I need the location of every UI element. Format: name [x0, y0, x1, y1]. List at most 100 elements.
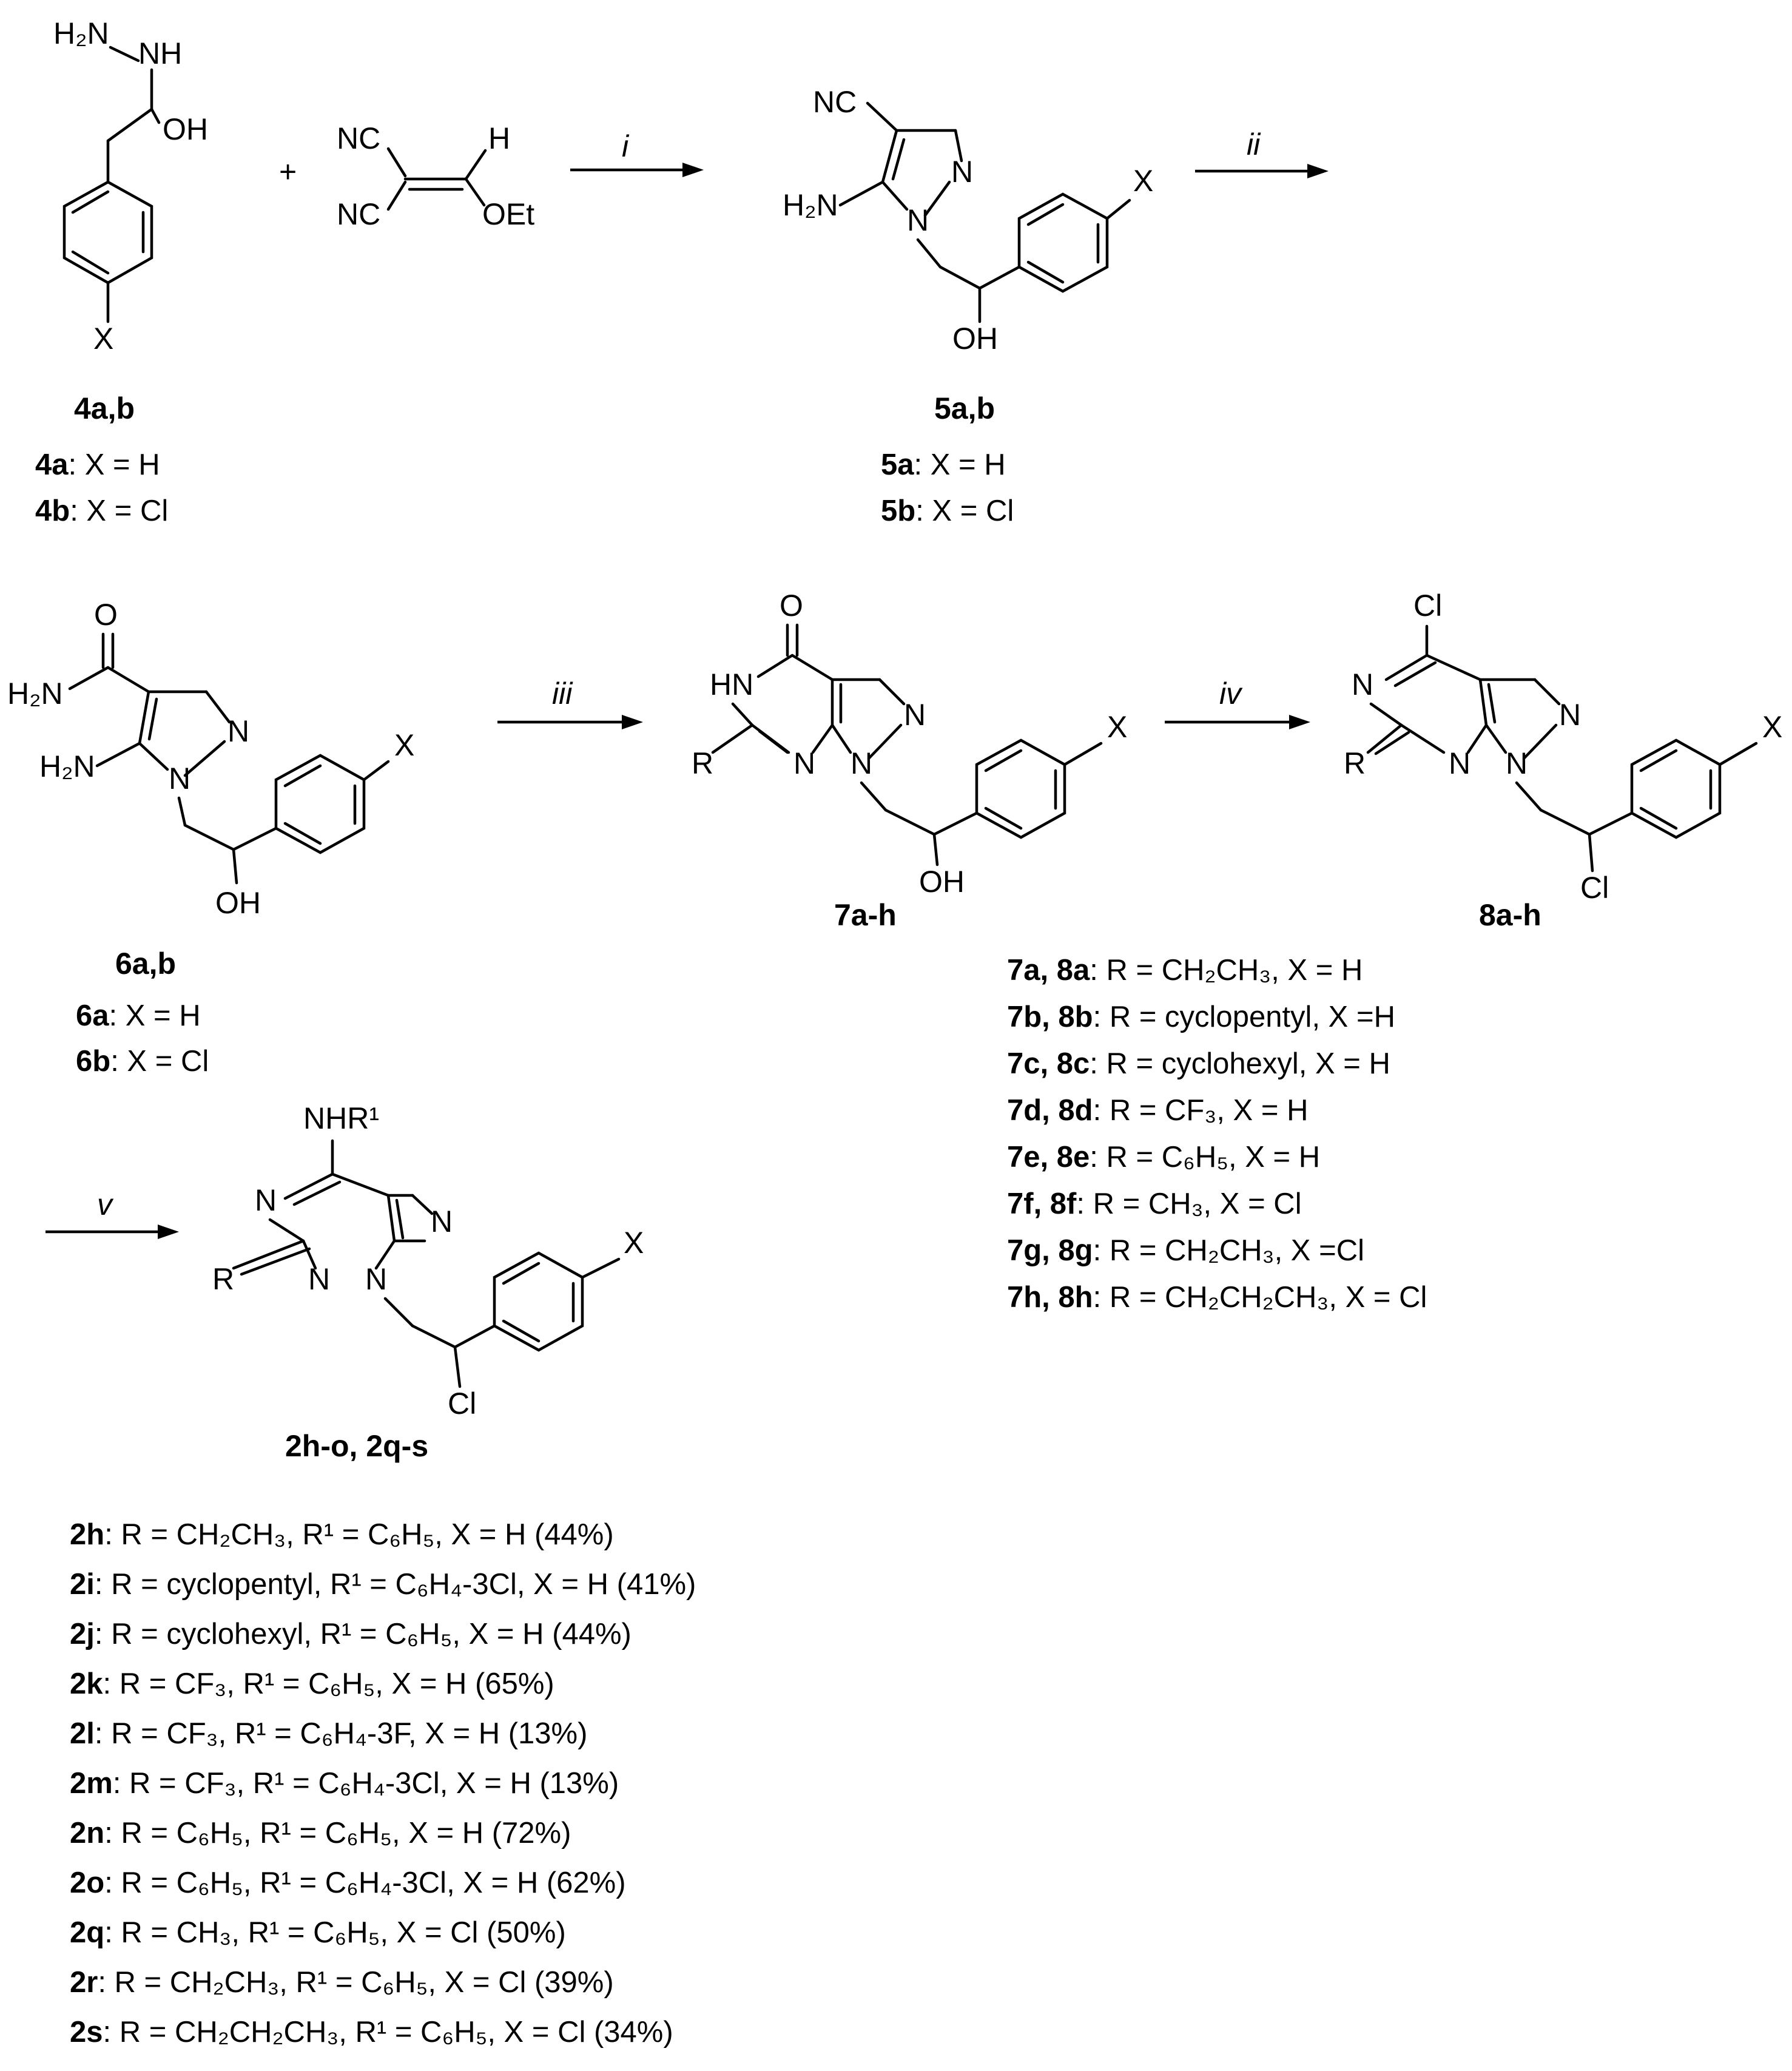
n-label: N — [1559, 698, 1581, 732]
r-substituent: R — [1344, 746, 1366, 780]
variant-definition: : R = CF₃, X = H — [1093, 1094, 1309, 1127]
variant-line: 5a: X = H — [881, 448, 1006, 481]
variant-line: 2m: R = CF₃, R¹ = C₆H₄-3Cl, X = H (13%) — [70, 1767, 619, 1800]
variant-definition: : R = cyclohexyl, X = H — [1090, 1047, 1390, 1080]
variant-definition: : R = CH₂CH₃, R¹ = C₆H₅, X = Cl (39%) — [98, 1966, 613, 1999]
variant-id: 7c, 8c — [1007, 1047, 1090, 1080]
step-label: ii — [1247, 127, 1261, 161]
variant-line: 4b: X = Cl — [35, 495, 168, 527]
variant-line: 7a, 8a: R = CH₂CH₃, X = H — [1007, 954, 1363, 987]
variant-id: 2m — [70, 1767, 113, 1800]
step-label: i — [622, 129, 630, 163]
x-substituent: X — [394, 728, 414, 762]
r-substituent: R — [212, 1262, 234, 1296]
variant-id: 2o — [70, 1867, 104, 1899]
variant-id: 2j — [70, 1618, 95, 1650]
hydroxyl-label: OH — [952, 322, 998, 356]
variant-definition: : R = C₆H₅, R¹ = C₆H₄-3Cl, X = H (62%) — [104, 1867, 625, 1899]
variant-line: 5b: X = Cl — [881, 495, 1014, 527]
step-label: iii — [552, 677, 573, 711]
variant-line: 7d, 8d: R = CF₃, X = H — [1007, 1094, 1308, 1127]
variant-line: 2l: R = CF₃, R¹ = C₆H₄-3F, X = H (13%) — [70, 1717, 587, 1750]
variant-id: 7h, 8h — [1007, 1281, 1093, 1314]
x-substituent: X — [1107, 710, 1127, 744]
variant-definition: : R = cyclopentyl, R¹ = C₆H₄-3Cl, X = H … — [95, 1568, 696, 1601]
compound-label: 8a-h — [1479, 898, 1541, 932]
compound-2-structure: NHR¹ N N R N N X Cl — [212, 1101, 644, 1421]
variant-definition: : R = CF₃, R¹ = C₆H₄-3F, X = H (13%) — [95, 1717, 588, 1750]
nhr1-label: NHR¹ — [303, 1101, 379, 1135]
arrowhead — [158, 1225, 179, 1239]
x-substituent: X — [1762, 710, 1782, 744]
compound-5-structure: NC H₂N N N X OH — [783, 85, 1153, 356]
chloro-label: Cl — [1413, 589, 1442, 623]
variant-line: 7f, 8f: R = CH₃, X = Cl — [1007, 1188, 1302, 1220]
variant-id: 2s — [70, 2016, 103, 2049]
arrowhead — [1307, 164, 1329, 178]
variant-id: 2r — [70, 1966, 98, 1999]
hydroxyl-label: OH — [919, 865, 965, 899]
n-label: N — [255, 1183, 277, 1217]
variant-definition: : R = cyclopentyl, X =H — [1093, 1001, 1395, 1033]
ethoxy-label: OEt — [482, 197, 534, 231]
compound-label: 5a,b — [934, 391, 995, 425]
variant-definition: : R = CH₃, R¹ = C₆H₅, X = Cl (50%) — [104, 1916, 566, 1949]
variant-line: 2r: R = CH₂CH₃, R¹ = C₆H₅, X = Cl (39%) — [70, 1966, 614, 1999]
n-label: N — [431, 1204, 453, 1238]
hn-label: HN — [710, 667, 753, 701]
arrowhead — [1289, 715, 1310, 729]
variant-id: 7b, 8b — [1007, 1001, 1093, 1033]
n-label: N — [308, 1262, 330, 1296]
n-label: N — [169, 762, 190, 796]
variant-line: 2n: R = C₆H₅, R¹ = C₆H₅, X = H (72%) — [70, 1817, 571, 1850]
variant-line: 7g, 8g: R = CH₂CH₃, X =Cl — [1007, 1234, 1364, 1267]
series-2-list: 2h: R = CH₂CH₃, R¹ = C₆H₅, X = H (44%)2i… — [70, 1518, 696, 2049]
variant-id: 2q — [70, 1916, 104, 1949]
series-7-8-list: 7a, 8a: R = CH₂CH₃, X = H7b, 8b: R = cyc… — [1007, 954, 1427, 1314]
compound-label: 4a,b — [74, 391, 135, 425]
n-label: N — [1352, 667, 1373, 701]
variant-id: 7g, 8g — [1007, 1234, 1093, 1267]
r-substituent: R — [692, 746, 713, 780]
variant-definition: : R = CF₃, R¹ = C₆H₄-3Cl, X = H (13%) — [113, 1767, 619, 1800]
nitrile-label: NC — [337, 121, 380, 155]
plus-sign: + — [279, 155, 297, 189]
variant-line: 2q: R = CH₃, R¹ = C₆H₅, X = Cl (50%) — [70, 1916, 566, 1949]
compound-8-structure: Cl N N R N N X Cl — [1344, 589, 1782, 905]
variant-line: 2s: R = CH₂CH₂CH₃, R¹ = C₆H₅, X = Cl (34… — [70, 2016, 673, 2049]
variant-id: 7a, 8a — [1007, 954, 1090, 987]
variant-definition: : R = CH₃, X = Cl — [1076, 1188, 1301, 1220]
x-substituent: X — [1133, 164, 1153, 198]
variant-definition: : R = CH₂CH₃, X =Cl — [1093, 1234, 1364, 1267]
step-label: iv — [1219, 677, 1243, 711]
amine-label: H₂N — [39, 749, 95, 783]
n-label: N — [851, 746, 872, 780]
arrowhead — [622, 715, 643, 729]
variant-id: 2l — [70, 1717, 95, 1750]
variant-id: 7e, 8e — [1007, 1141, 1090, 1174]
reagent-ethoxymethylenemalononitrile: NC NC H OEt — [337, 121, 534, 231]
compound-label: 6a,b — [115, 947, 176, 981]
n-label: N — [904, 698, 926, 732]
variant-line: 2j: R = cyclohexyl, R¹ = C₆H₅, X = H (44… — [70, 1618, 632, 1650]
carbonyl-label: O — [780, 589, 803, 623]
variant-line: 6a: X = H — [76, 999, 201, 1032]
variant-definition: : R = CF₃, R¹ = C₆H₅, X = H (65%) — [103, 1667, 554, 1700]
amine-label: H₂N — [53, 16, 109, 50]
variant-id: 2k — [70, 1667, 103, 1700]
variant-definition: : R = C₆H₅, X = H — [1090, 1141, 1320, 1174]
variant-definition: : R = cyclohexyl, R¹ = C₆H₅, X = H (44%) — [95, 1618, 632, 1650]
arrowhead — [682, 163, 704, 177]
variant-line: 4a: X = H — [35, 448, 160, 481]
variant-definition: : R = CH₂CH₂CH₃, X = Cl — [1093, 1281, 1427, 1314]
amine-label: H₂N — [783, 188, 838, 222]
variant-id: 7d, 8d — [1007, 1094, 1093, 1127]
n-label: N — [907, 203, 929, 237]
h-label: H — [488, 121, 510, 155]
variant-id: 2h — [70, 1518, 104, 1551]
carbonyl-label: O — [94, 598, 118, 632]
variant-line: 2k: R = CF₃, R¹ = C₆H₅, X = H (65%) — [70, 1667, 554, 1700]
n-label: N — [1506, 746, 1528, 780]
variant-definition: : R = CH₂CH₂CH₃, R¹ = C₆H₅, X = Cl (34%) — [103, 2016, 673, 2049]
